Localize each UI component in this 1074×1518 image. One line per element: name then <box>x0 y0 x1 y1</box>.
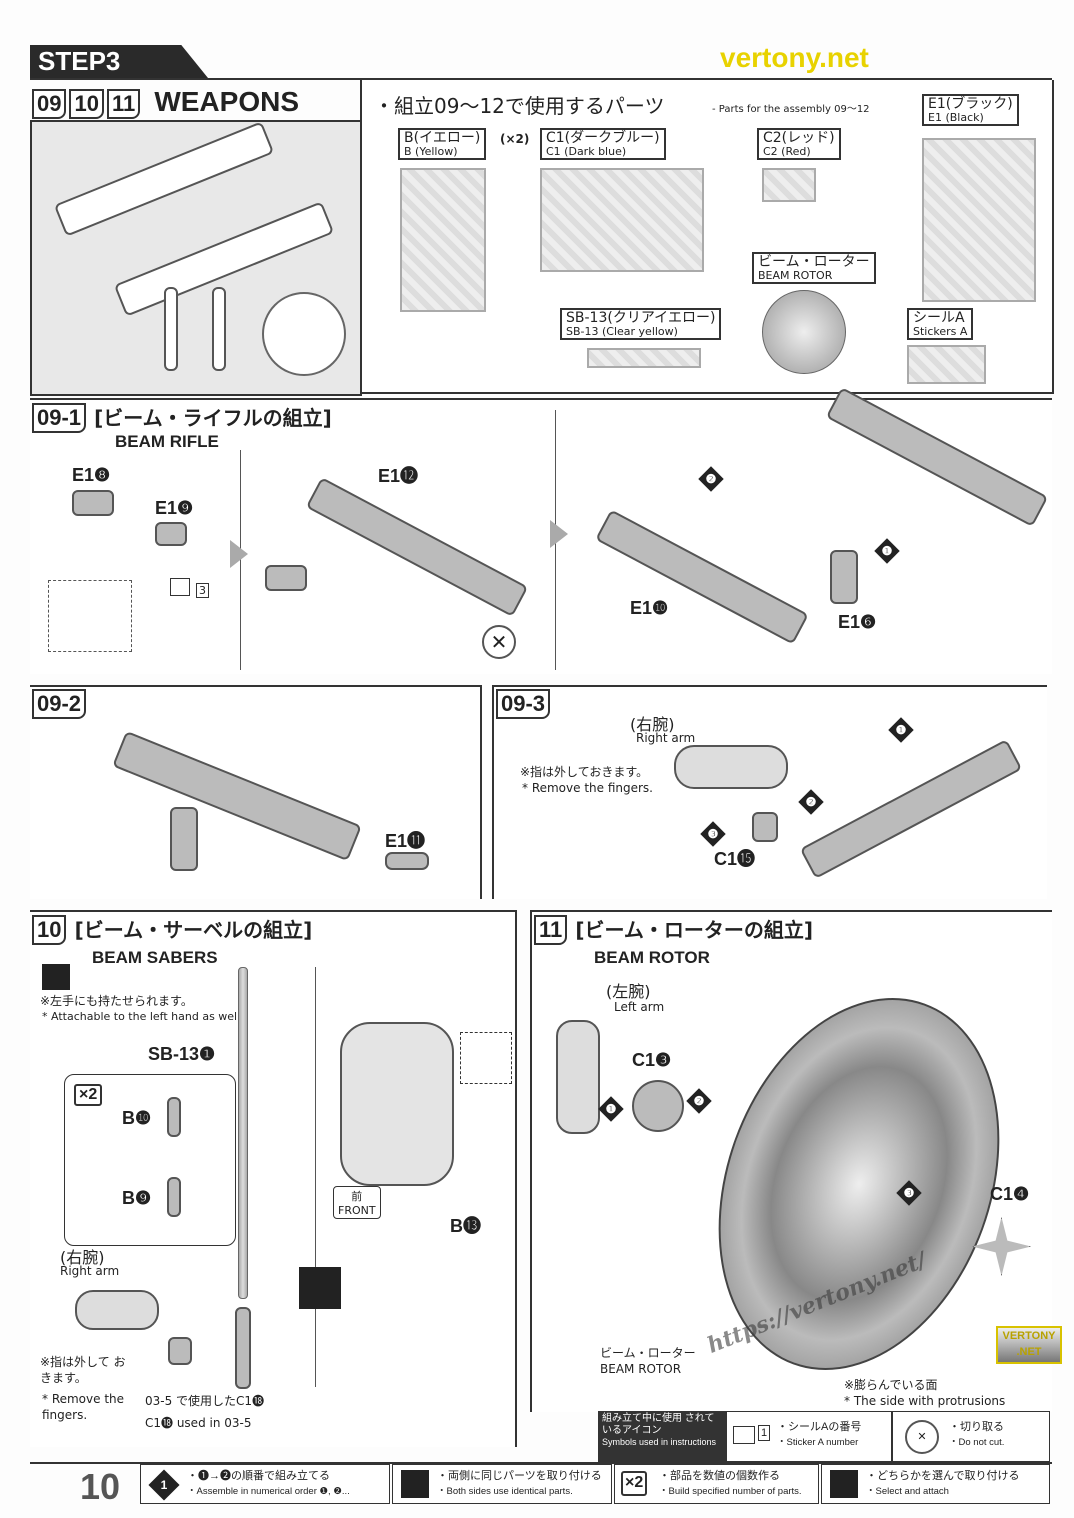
part-sb13: SB-13(クリアイエロー)SB-13 (Clear yellow) <box>560 308 722 341</box>
rifle-part <box>305 477 529 617</box>
note-en: * Remove the fingers. <box>42 1392 125 1422</box>
rotor-label: ビーム・ローター <box>600 1346 696 1360</box>
sticker-sheet <box>907 345 986 384</box>
runner-c2 <box>762 168 816 202</box>
section-title-en: BEAM ROTOR <box>594 948 710 967</box>
used-note-en: C1⓲ used in 03-5 <box>145 1416 252 1430</box>
part-label: E1⓫ <box>385 831 426 851</box>
section-11: 11 [ビーム・ローターの組立] BEAM ROTOR (左腕) Left ar… <box>530 910 1052 1412</box>
legend-select: ・どちらかを選んで取り付ける・Select and attach <box>821 1464 1050 1504</box>
beam-rotor-image <box>762 290 846 374</box>
note: ※指は外しておきます。 <box>520 765 649 779</box>
section-title: [ビーム・サーベルの組立] <box>74 918 313 942</box>
part-label: E1⓬ <box>378 466 419 486</box>
page-number: 10 <box>80 1466 121 1507</box>
part-e1: E1(ブラック)E1 (Black) <box>922 94 1019 127</box>
side-note: ※膨らんでいる面 <box>844 1378 938 1392</box>
sticker-number: 3 <box>196 583 209 598</box>
divider <box>30 78 1052 80</box>
watermark-text: vertony.net <box>720 42 869 73</box>
used-note: 03-5 で使用したC1⓲ <box>145 1394 265 1408</box>
arm-label-en: Right arm <box>636 731 696 745</box>
next-arrow <box>230 540 248 568</box>
note: ※左手にも持たせられます。 <box>40 994 193 1008</box>
step-num: 11 <box>534 915 568 945</box>
legend-both-sides: ・両側に同じパーツを取り付ける・Both sides use identical… <box>392 1464 612 1504</box>
section-title-en: BEAM SABERS <box>92 948 218 967</box>
part-label: E1❿ <box>630 598 669 618</box>
note: ※指は外して おきます。 <box>40 1355 126 1385</box>
part-label: B❿ <box>122 1108 152 1128</box>
note-en: * Attachable to the left hand as well. <box>42 1010 244 1023</box>
side-note-en: * The side with protrusions <box>844 1394 1006 1408</box>
arm-label-en: Right arm <box>60 1264 120 1278</box>
part-label: E1❾ <box>155 498 194 518</box>
arm-label-en: Left arm <box>614 1000 665 1014</box>
step-num: 10 <box>32 915 67 945</box>
hand-illustration <box>340 1022 454 1186</box>
section-10: 10 [ビーム・サーベルの組立] BEAM SABERS ※左手にも持たせられま… <box>30 910 517 1447</box>
arm-label: (右腕) <box>60 1248 105 1267</box>
select-attach-icon <box>275 1267 365 1309</box>
step-num: 09-1 <box>32 403 87 433</box>
parts-panel: ・組立09〜12で使用するパーツ - Parts for the assembl… <box>360 80 1054 394</box>
section-title: [ビーム・ライフルの組立] <box>94 406 332 430</box>
section-09-2: 09-2 E1⓫ <box>30 685 482 899</box>
step-num: 10 <box>69 89 104 119</box>
arm-label: (左腕) <box>606 982 651 1001</box>
part-count: (×2) <box>500 132 530 146</box>
part-label: E1❻ <box>838 612 877 632</box>
runner-c1 <box>540 168 704 272</box>
x2-group <box>64 1074 236 1246</box>
legend-sticker: 1・シールAの番号・Sticker A number <box>726 1411 892 1462</box>
runner-sb13 <box>587 348 701 368</box>
step-tab: STEP3 <box>30 45 208 78</box>
part-label: C1⓯ <box>714 849 756 869</box>
part-c2: C2(レッド)C2 (Red) <box>757 128 841 161</box>
weapons-overview-image <box>30 120 362 396</box>
runner-b <box>400 168 486 312</box>
part-label: B❾ <box>122 1188 152 1208</box>
brand-logo: VERTONY .NET <box>996 1326 1062 1364</box>
part-label: B⓭ <box>450 1216 481 1236</box>
both-sides-icon <box>42 964 70 990</box>
part-label: C1❸ <box>632 1050 672 1070</box>
step-num: 09 <box>32 89 67 119</box>
note-en: * Remove the fingers. <box>522 781 653 795</box>
part-label: E1❽ <box>72 465 111 485</box>
runner-e1 <box>922 138 1036 302</box>
step-num: 09-3 <box>496 689 551 719</box>
step-num: 09-2 <box>32 689 87 719</box>
parts-heading-en: - Parts for the assembly 09〜12 <box>712 104 870 115</box>
next-arrow <box>550 520 568 548</box>
section-09-3: 09-3 (右腕) Right arm ※指は外しておきます。 * Remove… <box>492 685 1047 899</box>
section-title-en: BEAM RIFLE <box>115 432 219 451</box>
rotor-label-en: BEAM ROTOR <box>600 1362 682 1376</box>
legend-do-not-cut: ✕・切り取る・Do not cut. <box>892 1411 1050 1462</box>
legend-x2: ×2・部品を数値の個数作る・Build specified number of … <box>614 1464 819 1504</box>
section-title: [ビーム・ローターの組立] <box>575 918 814 942</box>
weapons-title: WEAPONS <box>154 86 300 117</box>
step-num: 11 <box>106 89 141 119</box>
parts-heading: ・組立09〜12で使用するパーツ <box>374 94 665 118</box>
saber-blade <box>238 967 248 1299</box>
do-not-cut-icon: ✕ <box>482 625 516 659</box>
detail-inset <box>48 580 132 652</box>
arm-label: (右腕) <box>630 715 675 734</box>
legend-order: 1・❶→❷の順番で組み立てる・Assemble in numerical ord… <box>140 1464 390 1504</box>
part-b: B(イエロー)B (Yellow) <box>398 128 487 161</box>
section-09-1: 09-1 [ビーム・ライフルの組立] BEAM RIFLE E1❽ E1❾ 3 … <box>30 387 1052 674</box>
part-c1: C1(ダークブルー)C1 (Dark blue) <box>540 128 666 161</box>
part-label: C1❹ <box>990 1184 1030 1204</box>
part-label: SB-13❶ <box>148 1044 216 1064</box>
x2-icon: ×2 <box>74 1084 103 1106</box>
